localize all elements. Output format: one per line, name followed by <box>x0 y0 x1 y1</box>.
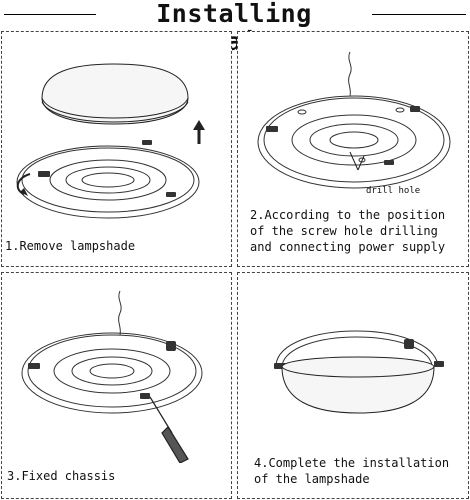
clip-marks <box>266 106 420 165</box>
screw-hole-marks <box>297 107 405 163</box>
step-2-caption-line-2: of the screw hole drilling <box>250 224 438 238</box>
drill-position-illustration <box>257 51 451 189</box>
remove-lampshade-illustration <box>16 63 205 219</box>
fix-chassis-illustration <box>21 290 203 463</box>
step-4-panel: 4.Complete the installation of the lamps… <box>237 272 469 499</box>
step-4-caption-line-1: 4.Complete the installation <box>254 456 450 470</box>
lampshade-shape <box>41 63 189 125</box>
lampshade-shape <box>281 356 435 414</box>
chassis-rings <box>257 95 451 189</box>
chassis-rings <box>275 330 439 366</box>
clip-marks <box>28 341 176 399</box>
chassis-rings <box>16 145 200 219</box>
screwdriver-icon <box>149 396 189 463</box>
chassis-rings <box>21 332 203 414</box>
step-2-caption-line-3: and connecting power supply <box>250 240 446 254</box>
step-2-panel: drill hole 2.According to the position o… <box>237 31 469 267</box>
power-wire <box>118 290 122 336</box>
lift-arrow-icon <box>193 120 205 144</box>
rotate-arrow-icon <box>16 173 31 196</box>
title-rule-right <box>372 14 466 15</box>
title-bar: Installing Details <box>0 0 470 56</box>
drill-hole-label: drill hole <box>366 186 421 196</box>
step-3-caption: 3.Fixed chassis <box>7 469 116 483</box>
step-2-caption-line-1: 2.According to the position <box>250 208 446 222</box>
step-3-panel: 3.Fixed chassis <box>1 272 232 499</box>
clip-marks <box>38 140 176 197</box>
installed-lamp-illustration <box>274 330 444 414</box>
step-1-caption: 1.Remove lampshade <box>5 239 136 253</box>
step-1-panel: 1.Remove lampshade <box>1 31 232 267</box>
drill-hole-pointer <box>349 151 365 171</box>
title-rule-left <box>4 14 96 15</box>
power-wire <box>348 51 352 97</box>
step-4-caption-line-2: of the lampshade <box>254 472 370 486</box>
